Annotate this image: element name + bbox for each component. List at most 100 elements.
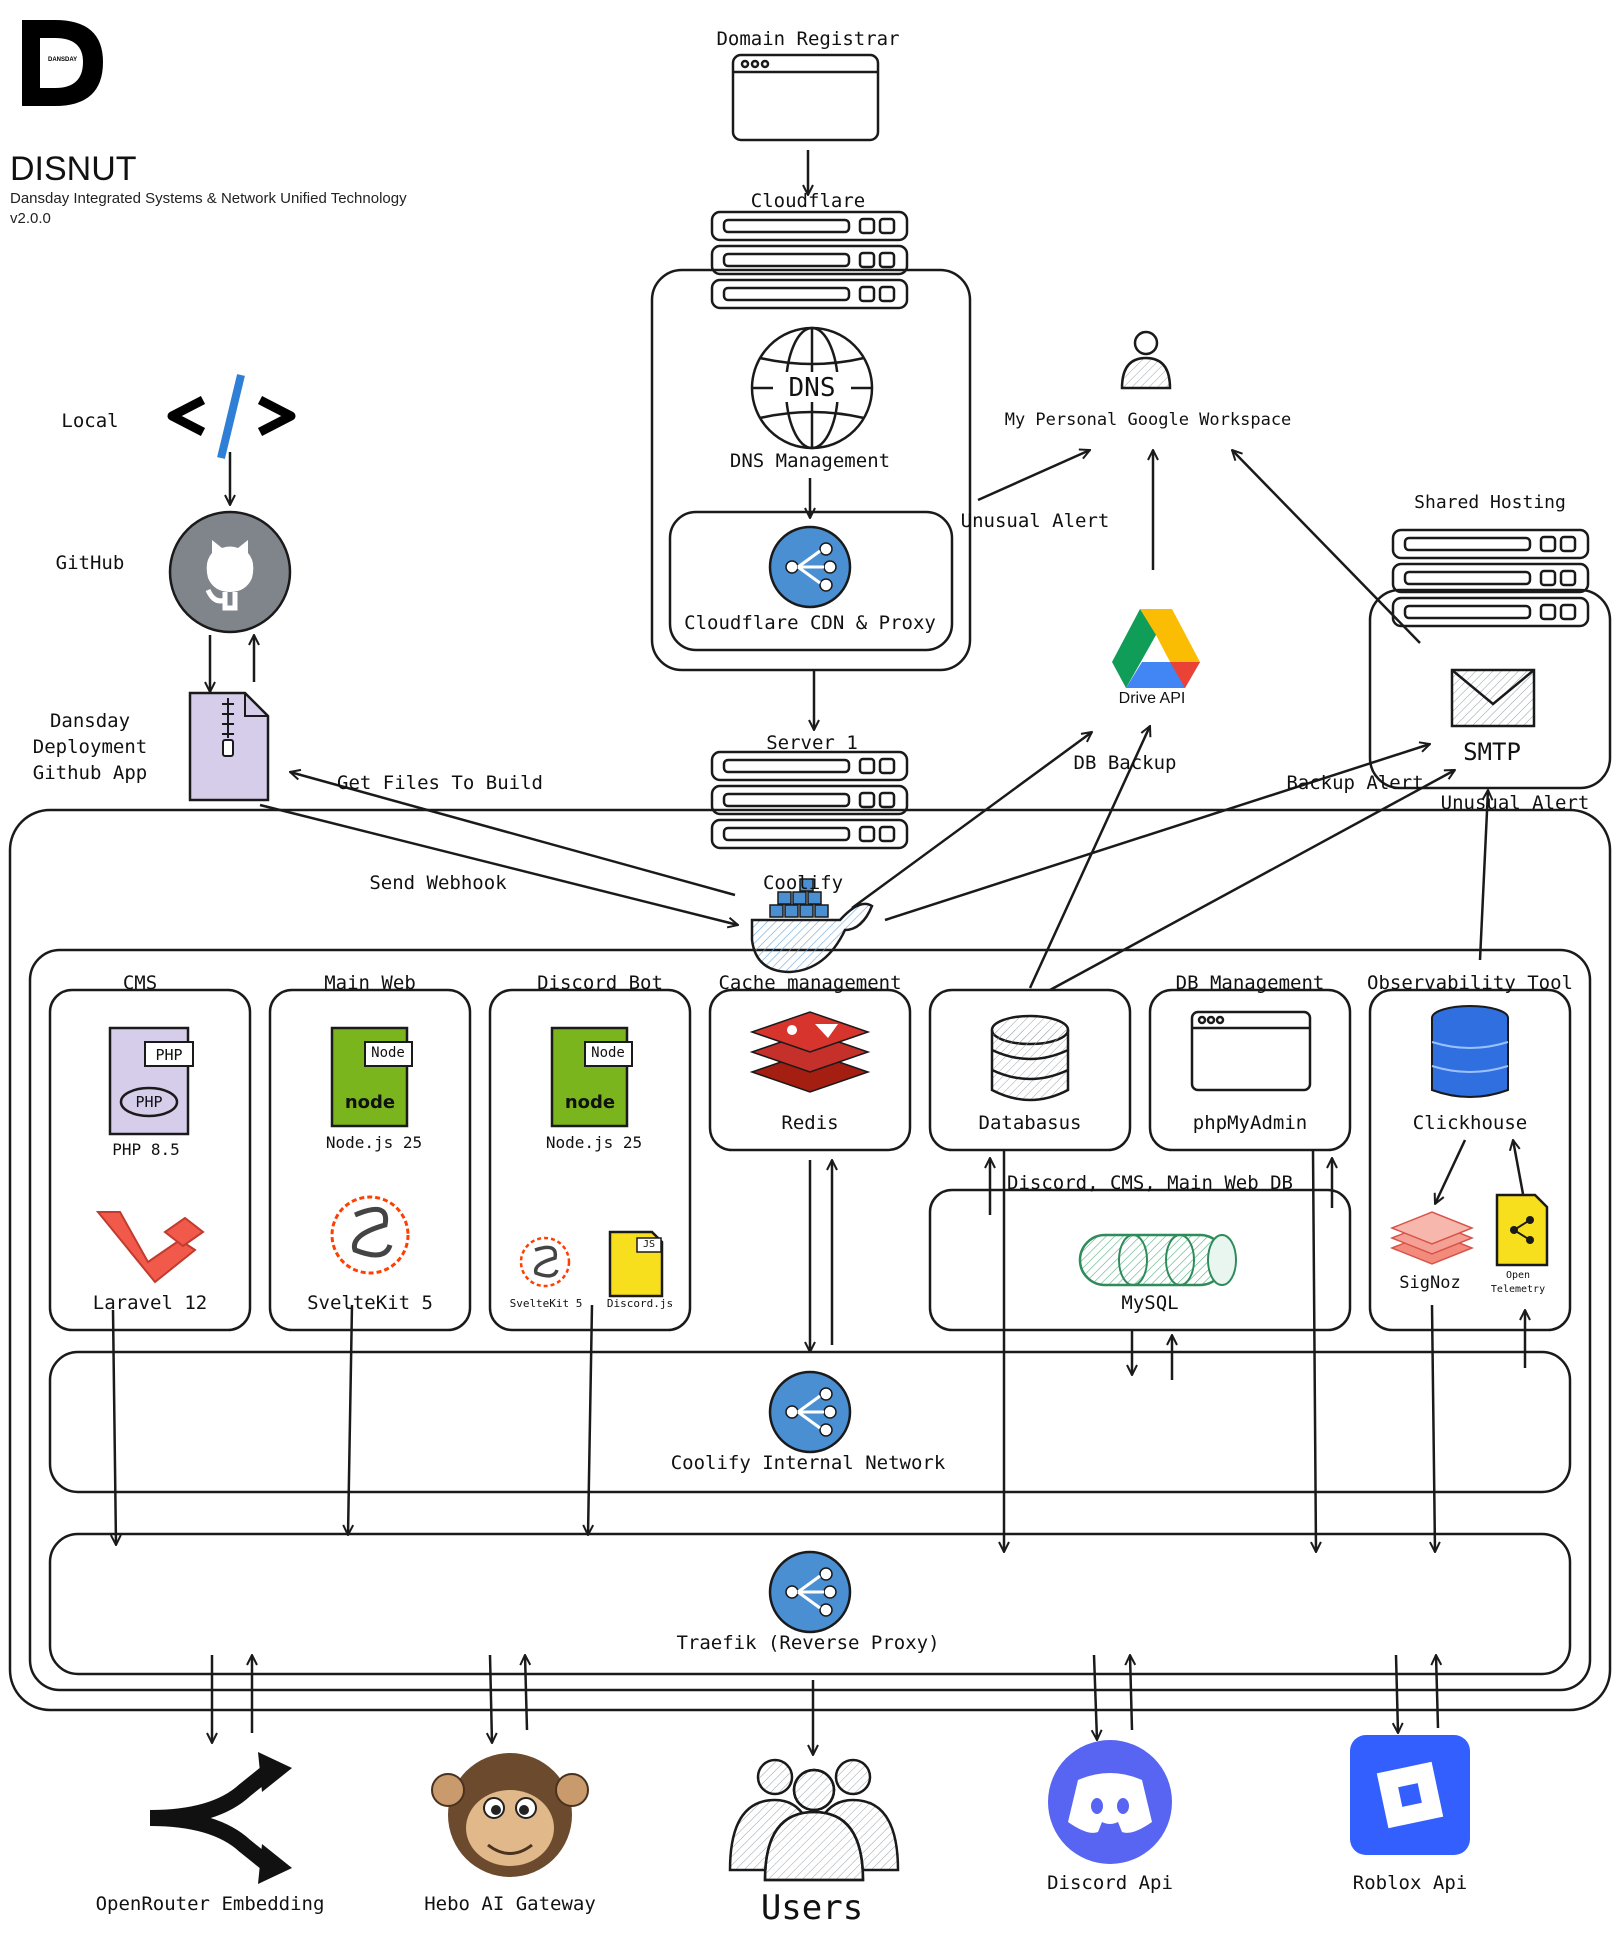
opentelemetry-file-icon — [1495, 1193, 1549, 1267]
cms-title: CMS — [122, 972, 158, 994]
edge-db-backup: DB Backup — [1073, 752, 1177, 774]
node-tag-bot: Node — [591, 1045, 625, 1061]
deploy-app-label-2: Deployment — [32, 736, 148, 758]
sveltekit-small-icon — [519, 1236, 571, 1288]
cloudflare-server-stack-icon — [712, 212, 907, 308]
laravel-label: Laravel 12 — [92, 1292, 208, 1314]
server1-label: Server 1 — [766, 732, 858, 754]
traefik-label: Traefik (Reverse Proxy) — [676, 1632, 940, 1654]
openrouter-logo-icon — [149, 1752, 292, 1884]
db-management-title: DB Management — [1175, 972, 1325, 994]
roblox-api-label: Roblox Api — [1352, 1872, 1468, 1894]
laravel-logo-icon — [95, 1211, 205, 1284]
google-workspace-user-icon — [1120, 330, 1172, 390]
github-label: GitHub — [55, 552, 125, 574]
server1-stack-icon — [712, 752, 907, 848]
main-web-title: Main Web — [324, 972, 416, 994]
shared-hosting-container — [1368, 588, 1612, 790]
deployment-archive-icon — [188, 691, 270, 802]
redis-logo-icon — [749, 1011, 871, 1093]
databasus-label: Databasus — [978, 1112, 1082, 1134]
node-version-bot: Node.js 25 — [545, 1133, 643, 1152]
sveltekit-logo-icon — [330, 1195, 410, 1275]
traefik-box — [48, 1532, 1572, 1676]
js-tag: JS — [642, 1239, 656, 1250]
hebo-monkey-icon — [431, 1753, 589, 1877]
cache-title: Cache management — [718, 972, 902, 994]
edge-backup-alert: Backup Alert — [1286, 772, 1424, 794]
redis-label: Redis — [781, 1112, 839, 1134]
sveltekit-label-main: SvelteKit 5 — [307, 1292, 433, 1314]
local-label: Local — [61, 410, 119, 432]
google-drive-icon — [1112, 609, 1200, 688]
node-tag-main: Node — [371, 1045, 405, 1061]
smtp-mail-icon — [1450, 668, 1536, 728]
roblox-logo-icon — [1350, 1735, 1470, 1855]
php-file-icon — [108, 1026, 194, 1136]
coolify-network-icon — [768, 1370, 852, 1454]
discord-logo-icon — [1048, 1740, 1172, 1864]
phpmyadmin-browser-icon — [1190, 1010, 1312, 1092]
clickhouse-label: Clickhouse — [1412, 1112, 1528, 1134]
db-management-box — [1148, 988, 1352, 1152]
mysql-box-title: Discord, CMS, Main Web DB — [1007, 1172, 1293, 1194]
edge-get-files: Get Files To Build — [337, 772, 543, 794]
shared-hosting-label: Shared Hosting — [1414, 492, 1566, 513]
edge-send-webhook: Send Webhook — [369, 872, 507, 894]
cache-box — [708, 988, 912, 1152]
discord-bot-box — [488, 988, 692, 1332]
server1-container — [8, 808, 1612, 1712]
code-brackets-icon — [167, 374, 296, 459]
cloudflare-label: Cloudflare — [750, 190, 866, 212]
hebo-label: Hebo AI Gateway — [424, 1893, 596, 1915]
sveltekit-label-bot: SvelteKit 5 — [509, 1297, 583, 1310]
observability-title: Observability Tool — [1367, 972, 1573, 994]
discord-api-label: Discord Api — [1047, 1872, 1173, 1894]
coolify-network-label: Coolify Internal Network — [670, 1452, 946, 1474]
dns-management-label: DNS Management — [729, 450, 891, 472]
cloudflare-cdn-label: Cloudflare CDN & Proxy — [684, 612, 936, 634]
deploy-app-label-3: Github App — [32, 762, 148, 784]
svg-text:node: node — [565, 1092, 615, 1113]
shared-hosting-stack-icon — [1393, 530, 1588, 626]
nodejs-file-icon-bot: node — [550, 1026, 633, 1128]
svg-text:node: node — [345, 1092, 395, 1113]
cms-box — [48, 988, 252, 1332]
cdn-proxy-container — [668, 510, 954, 652]
otel-label-1: Open — [1505, 1270, 1531, 1281]
signoz-layers-icon — [1389, 1211, 1475, 1265]
mysql-box — [928, 1188, 1352, 1332]
discord-bot-title: Discord Bot — [537, 972, 663, 994]
app-title: DISNUT — [10, 150, 137, 188]
logo-caption: DANSDAY — [48, 57, 78, 63]
discordjs-file-icon — [608, 1230, 664, 1298]
php-tag: PHP — [155, 1046, 183, 1064]
edge-unusual-alert-1: Unusual Alert — [960, 510, 1110, 532]
observability-box — [1368, 988, 1572, 1332]
main-web-box — [268, 988, 472, 1332]
clickhouse-database-icon — [1431, 1005, 1509, 1098]
smtp-label: SMTP — [1463, 738, 1521, 766]
domain-registrar-icon — [731, 53, 880, 142]
edge-unusual-alert-2: Unusual Alert — [1440, 792, 1590, 814]
drive-api-label: Drive API — [1118, 690, 1186, 707]
app-subtitle: Dansday Integrated Systems & Network Uni… — [10, 190, 407, 207]
deploy-app-label-1: Dansday — [49, 710, 131, 732]
mysql-cylinder-icon — [1078, 1233, 1237, 1287]
nodejs-file-icon: node — [330, 1026, 413, 1128]
databasus-box — [928, 988, 1132, 1152]
users-group-icon — [728, 1758, 900, 1882]
phpmyadmin-label: phpMyAdmin — [1192, 1112, 1308, 1134]
google-workspace-label: My Personal Google Workspace — [1004, 410, 1292, 430]
github-logo-icon — [168, 510, 292, 634]
domain-registrar-label: Domain Registrar — [716, 28, 900, 50]
dansday-logo-icon — [22, 20, 103, 106]
signoz-label: SigNoz — [1399, 1273, 1461, 1293]
coolify-label: Coolify — [762, 872, 844, 894]
openrouter-label: OpenRouter Embedding — [95, 1893, 325, 1915]
php-oval-text: PHP — [135, 1093, 163, 1111]
mysql-label: MySQL — [1121, 1292, 1179, 1314]
coolify-docker-whale-icon — [750, 878, 874, 974]
php-version-label: PHP 8.5 — [112, 1140, 180, 1159]
